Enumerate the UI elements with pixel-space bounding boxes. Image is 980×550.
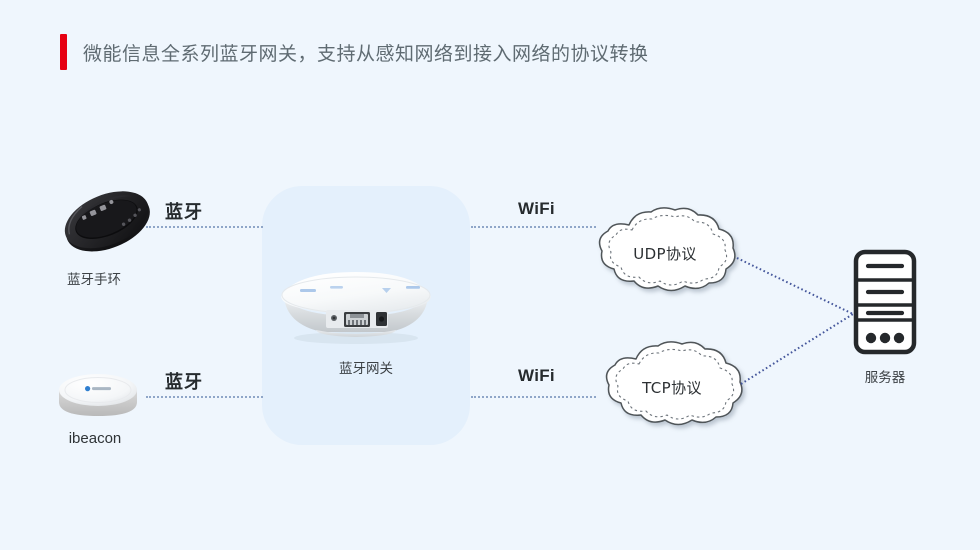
server-caption: 服务器 <box>864 370 906 386</box>
link-label-wifi-2: WiFi <box>518 366 555 385</box>
cloud-udp: UDP协议 <box>585 203 745 303</box>
link-ibeacon-to-gateway <box>146 396 263 398</box>
link-gateway-to-udp <box>471 226 596 228</box>
page-title: 微能信息全系列蓝牙网关，支持从感知网络到接入网络的协议转换 <box>60 34 649 70</box>
gateway-caption: 蓝牙网关 <box>339 361 393 377</box>
link-wristband-to-gateway <box>146 226 263 228</box>
link-udp-to-server <box>736 257 854 315</box>
link-label-bluetooth-1: 蓝牙 <box>165 202 203 223</box>
bluetooth-gateway-icon <box>266 262 446 344</box>
link-label-bluetooth-2: 蓝牙 <box>165 372 203 393</box>
server-tower-icon <box>850 248 920 356</box>
page-title-text: 微能信息全系列蓝牙网关，支持从感知网络到接入网络的协议转换 <box>83 42 649 65</box>
ibeacon-caption: ibeacon <box>68 430 122 447</box>
link-gateway-to-tcp <box>471 396 596 398</box>
bluetooth-wristband-icon <box>56 189 160 257</box>
link-label-wifi-1: WiFi <box>518 199 555 218</box>
ibeacon-puck-icon <box>55 368 141 422</box>
red-accent-bar <box>60 34 67 70</box>
cloud-tcp: TCP协议 <box>592 337 752 437</box>
wristband-caption: 蓝牙手环 <box>67 272 121 288</box>
